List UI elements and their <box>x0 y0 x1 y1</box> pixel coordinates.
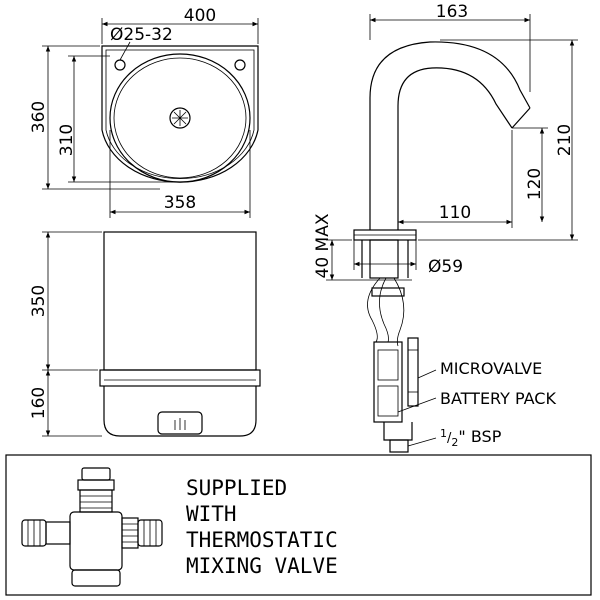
svg-text:THERMOSTATIC: THERMOSTATIC <box>186 528 338 552</box>
tap-side-view <box>353 41 531 453</box>
basin-top-view <box>101 45 259 183</box>
dim-tap-height: 163 <box>369 2 531 92</box>
right-tap-hole <box>234 59 246 71</box>
svg-text:BATTERY PACK: BATTERY PACK <box>440 389 556 408</box>
dim-basin-width: 400 <box>101 6 259 44</box>
dim-label-210: 210 <box>555 124 575 156</box>
drain-icon <box>169 107 191 129</box>
dim-label-360: 360 <box>29 101 49 133</box>
bsp-label: 1/2" BSP <box>440 427 502 449</box>
tap-shank <box>369 239 399 279</box>
dim-label-358: 358 <box>164 193 196 213</box>
notice-box <box>5 454 592 596</box>
basin-front-view <box>99 231 261 437</box>
dim-outlet-height: 120 <box>512 127 548 222</box>
dim-label-120: 120 <box>525 168 545 200</box>
mixing-valve-illustration <box>21 467 163 587</box>
svg-text:MIXING VALVE: MIXING VALVE <box>186 554 338 578</box>
dim-front-upper: 350 <box>29 231 102 371</box>
microvalve-body <box>407 337 419 407</box>
dim-label-tap-hole: Ø25-32 <box>110 25 173 45</box>
dim-label-160: 160 <box>29 387 49 419</box>
dim-inner-width: 358 <box>109 130 251 218</box>
dim-label-59: Ø59 <box>428 257 463 277</box>
left-tap-hole <box>114 59 126 71</box>
callout-microvalve: MICROVALVE <box>417 359 542 379</box>
dim-tap-hole: Ø25-32 <box>110 25 173 61</box>
dim-label-110: 110 <box>439 203 471 223</box>
dim-spout-height: 210 <box>418 39 578 241</box>
dim-label-350: 350 <box>29 285 49 317</box>
callout-bsp: 1/2" BSP <box>407 427 502 449</box>
dim-front-lower: 160 <box>29 370 102 437</box>
svg-text:WITH: WITH <box>186 502 237 526</box>
dim-base-diameter: Ø59 <box>353 240 463 277</box>
dim-tap-reach: 110 <box>398 130 513 228</box>
dim-label-40-max: 40 MAX <box>313 213 333 278</box>
dim-inner-depth: 310 <box>57 55 178 183</box>
dim-label-400: 400 <box>184 6 216 26</box>
dim-basin-depth: 360 <box>29 45 160 190</box>
svg-text:MICROVALVE: MICROVALVE <box>440 359 542 378</box>
dim-label-163: 163 <box>436 2 468 22</box>
svg-text:SUPPLIED: SUPPLIED <box>186 476 287 500</box>
control-box <box>373 341 403 423</box>
bsp-fitting <box>389 439 409 453</box>
callout-battery-pack: BATTERY PACK <box>397 389 556 413</box>
sensor-panel <box>157 411 203 435</box>
tap-nut <box>371 287 405 297</box>
notice-text: SUPPLIED WITH THERMOSTATIC MIXING VALVE <box>186 476 338 578</box>
dim-label-310: 310 <box>57 124 77 156</box>
dim-deck-max: 40 MAX <box>313 213 356 281</box>
